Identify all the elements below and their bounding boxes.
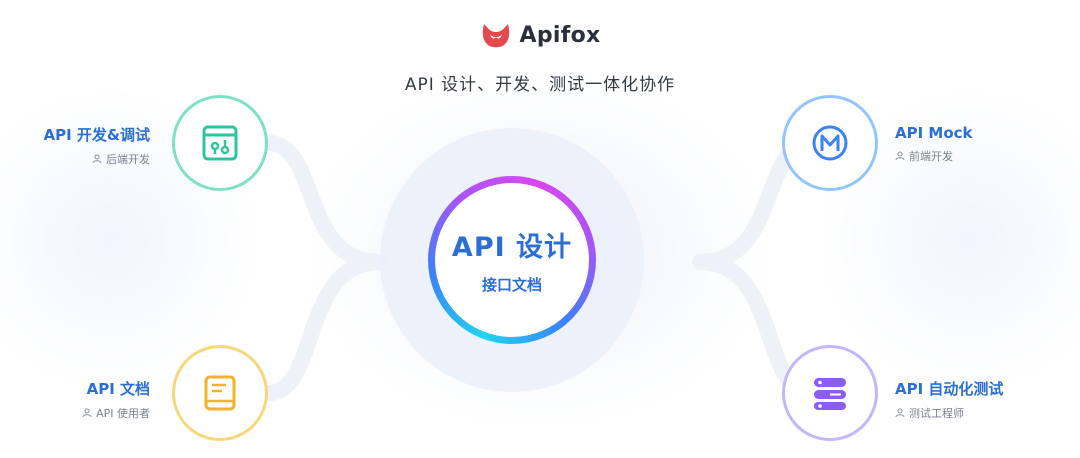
mock-m-icon xyxy=(812,125,848,161)
node-role: 后端开发 xyxy=(106,153,150,166)
node-role: API 使用者 xyxy=(96,407,150,420)
node-title: API Mock xyxy=(895,124,973,142)
center-title: API 设计 xyxy=(451,232,573,263)
center-subtitle: 接口文档 xyxy=(481,276,542,294)
node-title: API 开发&调试 xyxy=(43,126,151,144)
fox-logo-icon xyxy=(482,24,509,48)
user-icon xyxy=(92,154,102,164)
user-icon xyxy=(82,408,92,418)
center-node-api-design[interactable]: API 设计 接口文档 xyxy=(428,176,596,344)
brand[interactable]: Apifox xyxy=(480,20,601,50)
user-icon xyxy=(895,408,905,418)
node-mock[interactable] xyxy=(782,95,878,191)
server-stack-icon xyxy=(814,378,846,410)
node-title: API 自动化测试 xyxy=(895,380,1004,398)
book-icon xyxy=(204,375,236,411)
brand-name: Apifox xyxy=(519,22,601,48)
label-mock: API Mock 前端开发 xyxy=(895,124,973,164)
node-role: 前端开发 xyxy=(909,150,953,163)
node-docs[interactable] xyxy=(172,345,268,441)
tagline: API 设计、开发、测试一体化协作 xyxy=(404,75,676,95)
node-role: 测试工程师 xyxy=(909,407,964,420)
label-docs: API 文档 API 使用者 xyxy=(82,378,150,421)
node-automation-testing[interactable] xyxy=(782,345,878,441)
debug-panel-icon xyxy=(202,125,238,161)
node-dev-debug[interactable] xyxy=(172,95,268,191)
label-dev-debug: API 开发&调试 后端开发 xyxy=(44,124,151,167)
header: Apifox xyxy=(0,20,1080,54)
label-automation-testing: API 自动化测试 测试工程师 xyxy=(895,378,1003,421)
node-title: API 文档 xyxy=(86,380,150,398)
user-icon xyxy=(895,151,905,161)
